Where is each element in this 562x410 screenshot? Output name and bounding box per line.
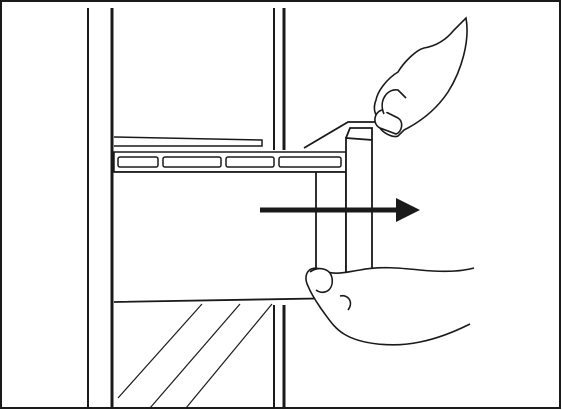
upper-shelf bbox=[113, 136, 263, 147]
hand-bottom bbox=[305, 266, 475, 346]
fridge-walls bbox=[87, 8, 286, 408]
hand-top bbox=[373, 16, 468, 138]
lower-shelf-lines bbox=[117, 303, 273, 409]
arrow-right-icon bbox=[260, 198, 420, 222]
shelf-rail bbox=[113, 151, 347, 173]
drawer bbox=[113, 121, 392, 303]
